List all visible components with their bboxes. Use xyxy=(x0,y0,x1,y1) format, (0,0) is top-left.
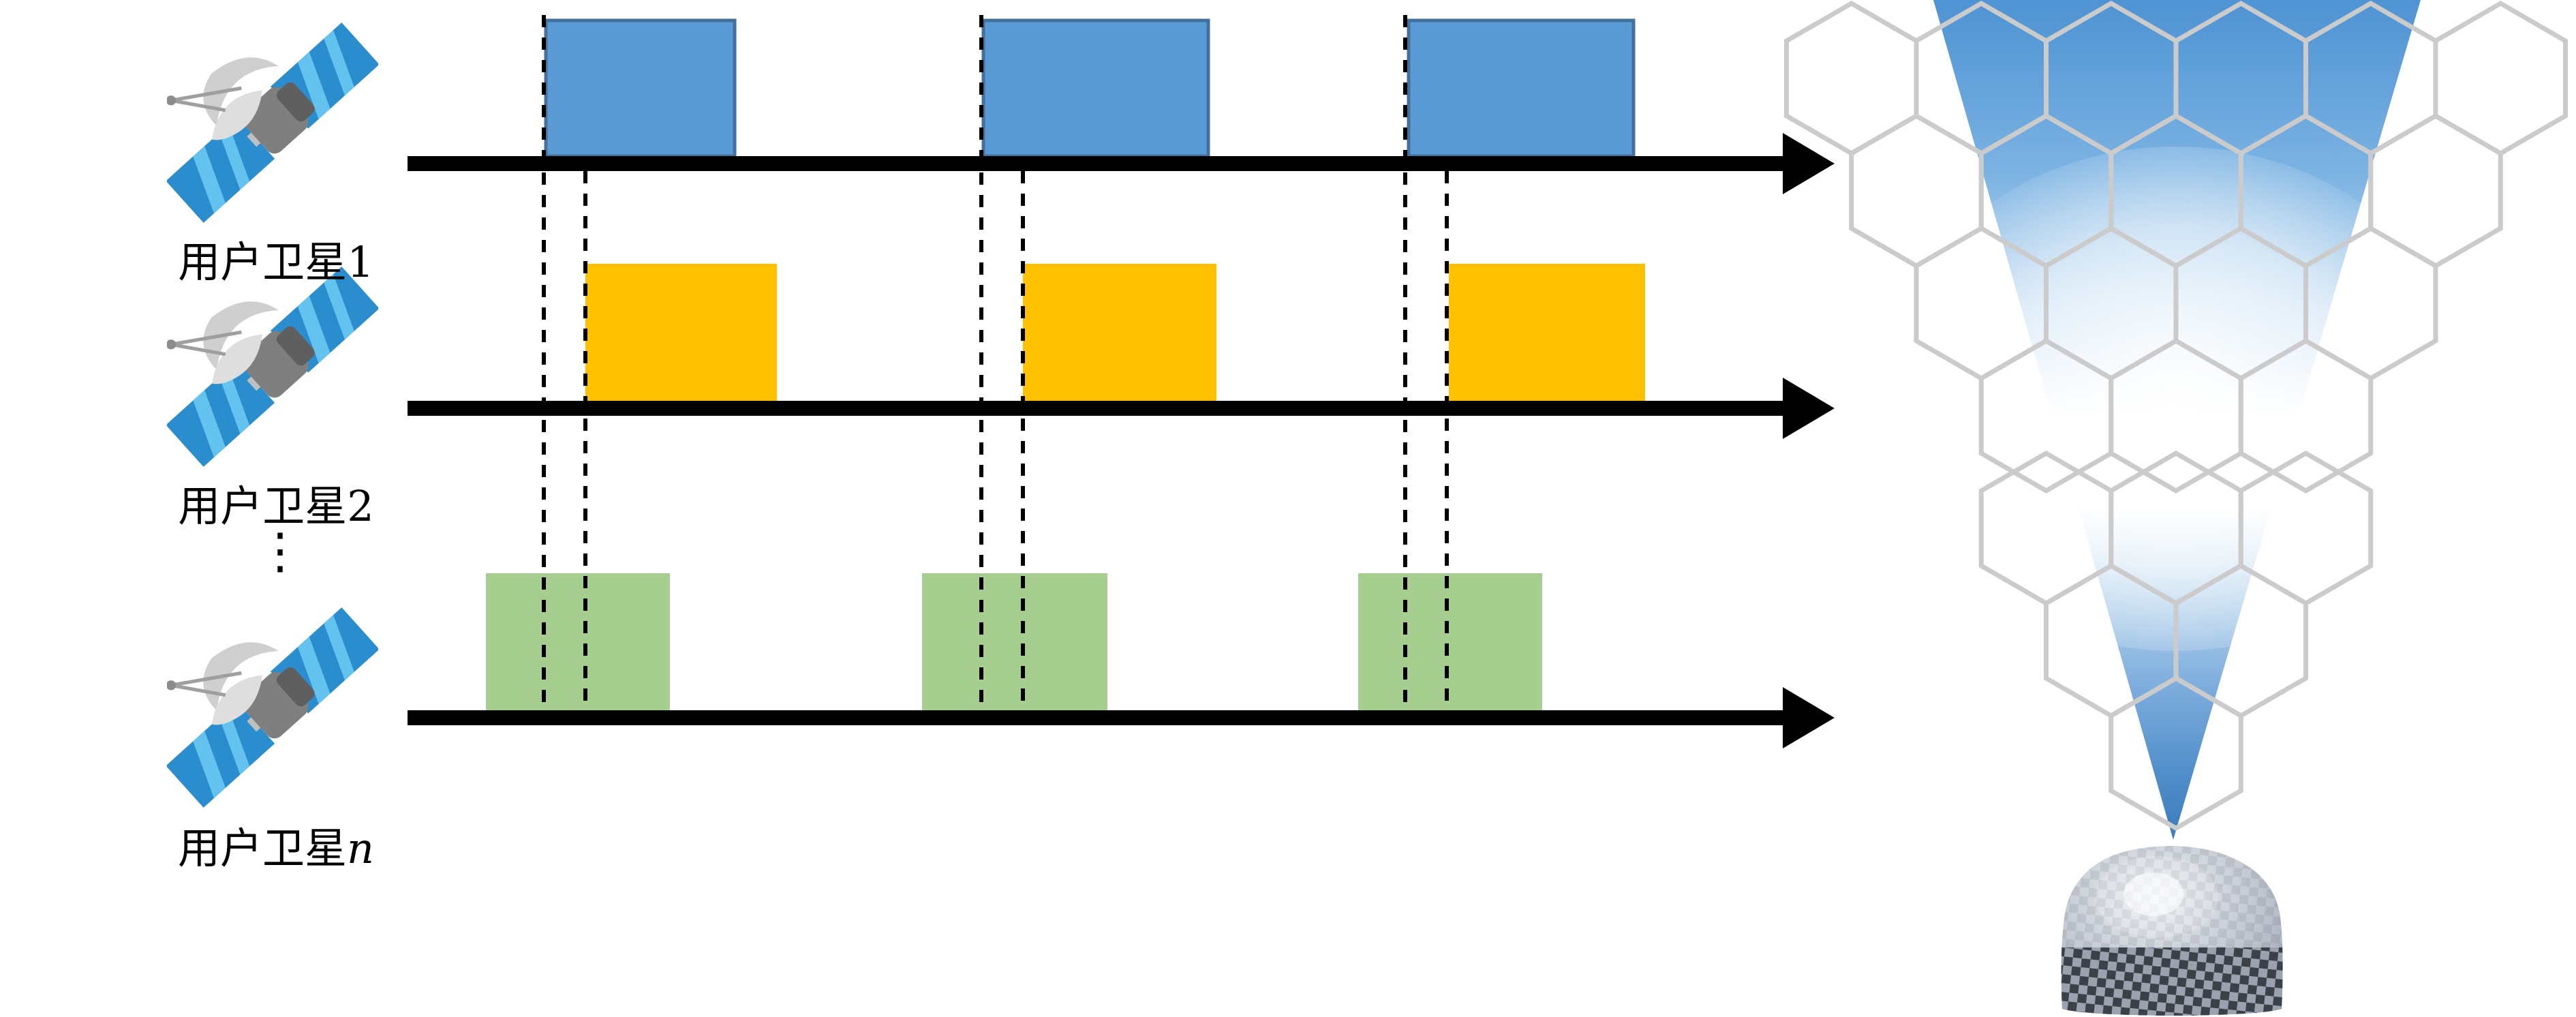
hexagon-cell xyxy=(2368,112,2503,269)
vertical-ellipsis: ⋮ xyxy=(256,522,305,579)
dome-highlight xyxy=(2123,872,2183,916)
hexagon-cell xyxy=(1849,112,1984,269)
ground-station-dome xyxy=(2061,846,2283,1016)
hexagon-cell xyxy=(2109,675,2243,832)
satellite-1-slots-slot-3 xyxy=(1407,18,1636,158)
satellite-label-n-index: n xyxy=(347,823,374,873)
hexagon-grid xyxy=(1784,0,2568,832)
satellite-label-n-prefix: 用户卫星 xyxy=(178,823,348,873)
satellite-n-slots-slot-2 xyxy=(922,573,1107,710)
dashed-guides xyxy=(542,15,1449,710)
satellite-1-slots-slot-2 xyxy=(981,18,1210,158)
hexagon-cell xyxy=(2433,0,2568,157)
satellite-label-2-prefix: 用户卫星 xyxy=(178,481,348,531)
satellite-label-2: 用户卫星2 xyxy=(136,472,416,533)
hexagon-cell xyxy=(2238,337,2374,494)
hexagon-cell xyxy=(1784,0,1919,157)
dome-base-checker xyxy=(2061,947,2283,1016)
timeline-axis-3 xyxy=(408,710,1787,725)
satellite-2-slots-slot-2 xyxy=(1023,264,1216,401)
timeline-axes xyxy=(408,133,1835,748)
satellite-2-slots-slot-3 xyxy=(1449,264,1645,401)
satellite-label-2-index: 2 xyxy=(347,481,374,531)
satellite-n-slots-slot-3 xyxy=(1358,573,1542,710)
satellite-label-1-prefix: 用户卫星 xyxy=(178,237,348,287)
timeline-axis-2 xyxy=(408,401,1787,416)
satellite-icon-1 xyxy=(125,0,379,223)
satellite-label-1: 用户卫星1 xyxy=(136,228,416,289)
satellite-label-1-index: 1 xyxy=(347,237,374,287)
timeline-axis-1 xyxy=(408,156,1787,171)
timeline-arrowhead-1 xyxy=(1783,133,1835,194)
timeline-arrowhead-2 xyxy=(1783,378,1835,439)
satellite-n-slots-slot-1 xyxy=(486,573,670,710)
satellite-2-slots-slot-1 xyxy=(585,264,777,401)
beam-cone xyxy=(1933,0,2421,840)
slot-rectangles xyxy=(486,18,1645,710)
timeline-arrowhead-3 xyxy=(1783,687,1835,748)
satellite-icon-n xyxy=(125,562,379,808)
satellite-1-slots-slot-1 xyxy=(544,18,737,158)
satellite-label-n: 用户卫星n xyxy=(136,814,416,875)
